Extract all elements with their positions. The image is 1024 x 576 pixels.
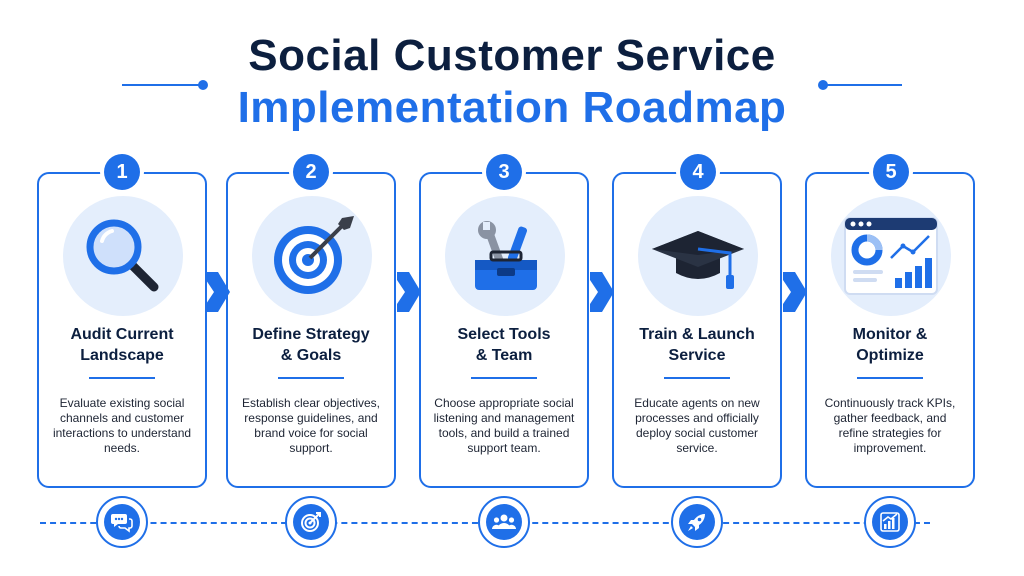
step-card-1: Audit Current Landscape Evaluate existin…	[37, 172, 207, 488]
timeline-node-3	[478, 496, 530, 548]
step-card-3: Select Tools & Team Choose appropriate s…	[419, 172, 589, 488]
step-divider-5	[857, 377, 923, 379]
title-decoration-left-dot	[198, 80, 208, 90]
magnifying-glass-icon	[63, 196, 183, 316]
step-title-3: Select Tools & Team	[457, 326, 551, 364]
title-decoration-left-line	[122, 84, 202, 86]
timeline-node-5	[864, 496, 916, 548]
timeline-node-2	[285, 496, 337, 548]
toolbox-icon	[445, 196, 565, 316]
step-divider-3	[471, 377, 537, 379]
step-description-5: Continuously track KPIs, gather feedback…	[824, 396, 956, 455]
timeline-node-4	[671, 496, 723, 548]
step-description-1: Evaluate existing social channels and cu…	[52, 396, 192, 455]
step-description-4: Educate agents on new processes and offi…	[634, 396, 760, 455]
step-title-4: Train & Launch Service	[639, 326, 755, 364]
target-icon	[293, 504, 329, 540]
page-title: Social Customer Service Implementation R…	[0, 30, 1024, 134]
dashboard-analytics-icon	[831, 196, 951, 316]
step-card-2: Define Strategy & Goals Establish clear …	[226, 172, 396, 488]
title-decoration-right-line	[822, 84, 902, 86]
step-title-2: Define Strategy & Goals	[252, 326, 370, 364]
graduation-cap-icon	[638, 196, 758, 316]
step-card-5: Monitor & Optimize Continuously track KP…	[805, 172, 975, 488]
target-arrow-icon	[252, 196, 372, 316]
step-number-badge-5: 5	[873, 154, 909, 190]
step-number-badge-4: 4	[680, 154, 716, 190]
team-icon	[486, 504, 522, 540]
step-card-4: Train & Launch Service Educate agents on…	[612, 172, 782, 488]
step-number-badge-3: 3	[486, 154, 522, 190]
rocket-icon	[679, 504, 715, 540]
step-divider-2	[278, 377, 344, 379]
step-description-2: Establish clear objectives, response gui…	[241, 396, 381, 455]
chevron-right-icon	[206, 272, 230, 312]
chevron-right-icon	[590, 272, 614, 312]
step-number-badge-1: 1	[104, 154, 140, 190]
step-description-3: Choose appropriate social listening and …	[433, 396, 575, 455]
step-divider-4	[664, 377, 730, 379]
title-line-2: Implementation Roadmap	[237, 83, 787, 132]
chat-bubbles-icon	[104, 504, 140, 540]
title-line-1: Social Customer Service	[248, 31, 776, 80]
growth-chart-icon	[872, 504, 908, 540]
step-title-5: Monitor & Optimize	[852, 326, 928, 364]
step-number-badge-2: 2	[293, 154, 329, 190]
step-divider-1	[89, 377, 155, 379]
timeline-node-1	[96, 496, 148, 548]
step-title-1: Audit Current Landscape	[70, 326, 174, 364]
chevron-right-icon	[397, 272, 421, 312]
chevron-right-icon	[783, 272, 807, 312]
